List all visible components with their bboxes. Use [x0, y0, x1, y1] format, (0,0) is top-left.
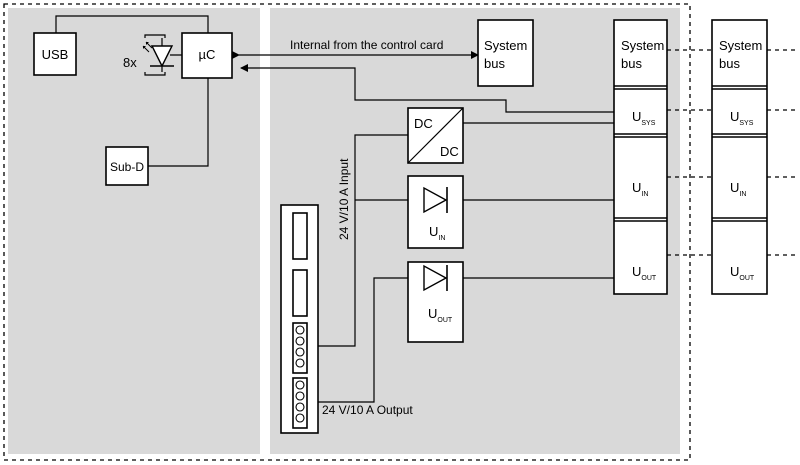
internal-label: Internal from the control card: [290, 38, 443, 52]
internal-system-bus-box: [477, 19, 534, 87]
bus-uout-label: UOUT: [632, 264, 657, 282]
led-icon: [140, 38, 174, 72]
subd-box: [105, 146, 149, 186]
left-panel: [8, 8, 260, 454]
uout-box-label: UOUT: [428, 306, 453, 324]
dcdc-bottom-label: DC: [440, 144, 459, 159]
terminal-pins: [295, 325, 305, 423]
connector-slot-1: [292, 212, 308, 260]
right-panel: [270, 8, 680, 454]
next-uout-label: UOUT: [730, 264, 755, 282]
uin-box-label: UIN: [429, 224, 445, 242]
next-module-column: [711, 19, 768, 295]
bus-system-bus-line1: System: [621, 38, 664, 53]
wire-usb-uc: [55, 15, 209, 33]
internal-system-bus-line1: System: [484, 38, 527, 53]
output-label: 24 V/10 A Output: [322, 403, 413, 417]
bus-column: [613, 19, 668, 295]
next-uin-label: UIN: [730, 180, 746, 198]
diode-icon: [423, 186, 448, 214]
uin-diode-box: [407, 175, 464, 249]
bus-usys-label: USYS: [632, 109, 656, 127]
wire-output: [318, 277, 408, 403]
subd-label: Sub-D: [110, 160, 144, 174]
dcdc-top-label: DC: [414, 116, 433, 131]
feedback-arrow: [240, 64, 614, 113]
diode-icon: [423, 264, 448, 292]
bus-uin-label: UIN: [632, 180, 648, 198]
module-frame: [3, 3, 691, 461]
wire-input: [318, 134, 408, 347]
internal-system-bus-line2: bus: [484, 56, 505, 71]
next-usys-label: USYS: [730, 109, 754, 127]
bus-system-bus-line2: bus: [621, 56, 642, 71]
next-system-bus-line1: System: [719, 38, 762, 53]
uc-label: µC: [199, 47, 216, 62]
led-count-label: 8x: [123, 55, 137, 70]
connector-slot-2: [292, 269, 308, 317]
usb-label: USB: [42, 47, 69, 62]
input-label: 24 V/10 A Input: [337, 158, 351, 240]
wire-uc-subd: [148, 78, 209, 167]
next-system-bus-line2: bus: [719, 56, 740, 71]
usb-box: [33, 32, 77, 76]
